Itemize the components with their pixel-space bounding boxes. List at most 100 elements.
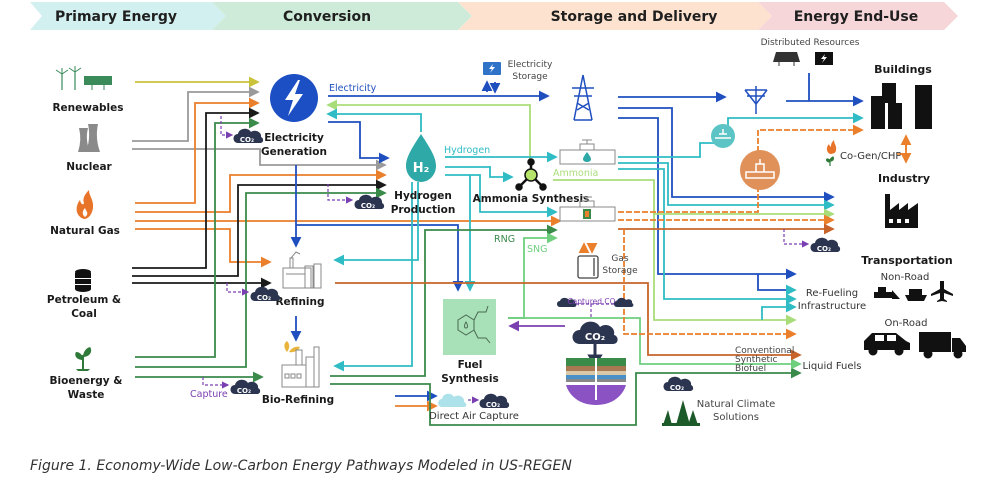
co2-text: CO₂ [237, 387, 251, 395]
label-non-road: Non-Road [881, 272, 930, 283]
label-electricity-gen-1: Electricity [264, 132, 324, 144]
source-label-coal: Coal [71, 308, 97, 320]
source-petroleum-coal: Petroleum & Coal [47, 269, 121, 320]
stage-banner-primary-energy: Primary Energy [30, 2, 226, 30]
end-use-liquid-fuels: Liquid Fuels [802, 361, 861, 372]
label-fuel-synthesis-2: Synthesis [441, 373, 499, 385]
label-refueling-1: Re-Fueling [806, 288, 858, 299]
flow-label-conventional: Conventional [735, 346, 794, 356]
label-ncs-1: Natural Climate [697, 399, 776, 410]
buildings-icon [871, 83, 932, 129]
car-icon [864, 333, 910, 356]
label-liquid-fuels: Liquid Fuels [802, 361, 861, 372]
flow-label-hydrogen: Hydrogen [444, 145, 490, 156]
co2-cloud-refining: CO₂ [250, 286, 281, 302]
gas-pipeline-icon [559, 196, 616, 222]
label-electricity-gen-2: Generation [261, 146, 327, 158]
end-use-transportation: Transportation Non-Road On-Road [861, 254, 966, 359]
flow-petroleum-hydrogen [132, 179, 387, 277]
node-direct-air-capture: Direct Air Capture [429, 393, 519, 422]
co2-cloud-icon [479, 393, 510, 408]
distributed-resources: Distributed Resources [761, 38, 860, 66]
flow-synthetic-fuel [508, 317, 802, 370]
flow-h2-buildings [618, 112, 864, 158]
co2-text: CO₂ [240, 136, 254, 144]
gas-meter-icon [740, 150, 780, 190]
flow-captured-co2 [571, 303, 615, 318]
end-use-refueling: Re-Fueling Infrastructure [798, 288, 866, 312]
h2-pipe-drop-icon [583, 152, 591, 162]
stage-banner-conversion: Conversion [212, 2, 472, 30]
flow-gas-refining [135, 228, 272, 268]
end-use-industry: Industry [878, 172, 930, 228]
flow-capture-electricity [220, 116, 234, 139]
co2-text: CO₂ [670, 384, 684, 392]
label-distributed-resources: Distributed Resources [761, 38, 860, 48]
node-fuel-synthesis: Fuel Synthesis [441, 299, 499, 385]
barrels-icon [75, 269, 91, 292]
label-gas-storage-1: Gas [611, 254, 628, 264]
flow-capture-bio [202, 377, 230, 389]
transmission-tower-icon [572, 74, 594, 121]
lightning-bolt-icon [285, 80, 303, 116]
co2-cloud-small-icon-2 [614, 297, 634, 307]
flow-biorefining-biofuel [330, 367, 802, 426]
label-direct-air-capture: Direct Air Capture [429, 411, 519, 422]
flow-hydrogen-biorefining [333, 182, 413, 372]
source-label-nuclear: Nuclear [66, 161, 112, 173]
flow-label-sng: SNG [527, 244, 548, 255]
flow-nuclear-hydrogen [132, 148, 387, 171]
node-co2-storage: Captured CO₂ CO₂ [557, 297, 634, 405]
flow-capture-refining [226, 283, 250, 296]
hydrogen-drop-icon [406, 134, 436, 182]
stage-banner-end-use: Energy End-Use [758, 2, 958, 30]
hydrogen-pipeline-icon [559, 139, 616, 165]
end-use-buildings: Buildings [871, 63, 932, 129]
ship-icon [905, 289, 927, 301]
flame-small-icon [826, 140, 837, 154]
flow-refining-conventional [335, 282, 802, 361]
source-natural-gas: Natural Gas [50, 190, 120, 237]
source-renewables: Renewables [52, 66, 124, 114]
co2-cloud-icon [230, 379, 261, 394]
label-cogen: Co-Gen/CHP [840, 151, 901, 162]
stage-arrow-storage [458, 2, 772, 30]
h2-label: H₂ [413, 161, 430, 176]
flame-icon [76, 190, 94, 219]
molecule-icon [515, 158, 547, 191]
co2-cloud-icon [663, 376, 694, 391]
flow-h2-industry [618, 162, 835, 211]
flow-hydrogen-ammonia [445, 166, 514, 183]
label-refueling-2: Infrastructure [798, 301, 866, 312]
flow-ammonia-return [326, 99, 531, 165]
capture-label: Capture [190, 389, 228, 400]
flow-label-biofuel: Biofuel [735, 364, 766, 374]
flow-capture-hydrogen [327, 184, 354, 204]
stage-arrow-end-use [758, 2, 958, 30]
distribution-pole-icon [744, 86, 768, 114]
stage-label-conversion: Conversion [283, 9, 371, 25]
stage-label-primary: Primary Energy [55, 9, 177, 25]
flow-hydrogen-return [326, 108, 422, 132]
node-electricity-generation: Electricity Generation [261, 74, 327, 158]
node-gas-storage: Gas Storage [577, 254, 638, 279]
cloud-icon [438, 393, 467, 407]
flow-nuclear-electricity [132, 86, 260, 142]
flow-lines [132, 73, 912, 426]
wind-solar-icon [55, 66, 112, 90]
storage-tank-icon [577, 255, 599, 279]
label-buildings: Buildings [874, 63, 932, 76]
truck-icon [919, 332, 966, 359]
co2-text: CO₂ [486, 401, 500, 409]
label-refining: Refining [275, 296, 324, 308]
label-ammonia-synthesis: Ammonia Synthesis [473, 193, 590, 205]
co2-cloud-small-icon [557, 297, 577, 307]
flow-grid-transport [618, 117, 797, 280]
flame-inner-icon [82, 208, 88, 217]
source-label-natural-gas: Natural Gas [50, 225, 120, 237]
label-hydrogen-1: Hydrogen [394, 190, 452, 202]
label-fuel-synthesis-1: Fuel [458, 359, 483, 371]
airplane-icon [931, 281, 953, 302]
co2-cloud-dac: CO₂ [479, 393, 510, 409]
flow-electricity-fuelsynthesis [296, 224, 464, 292]
